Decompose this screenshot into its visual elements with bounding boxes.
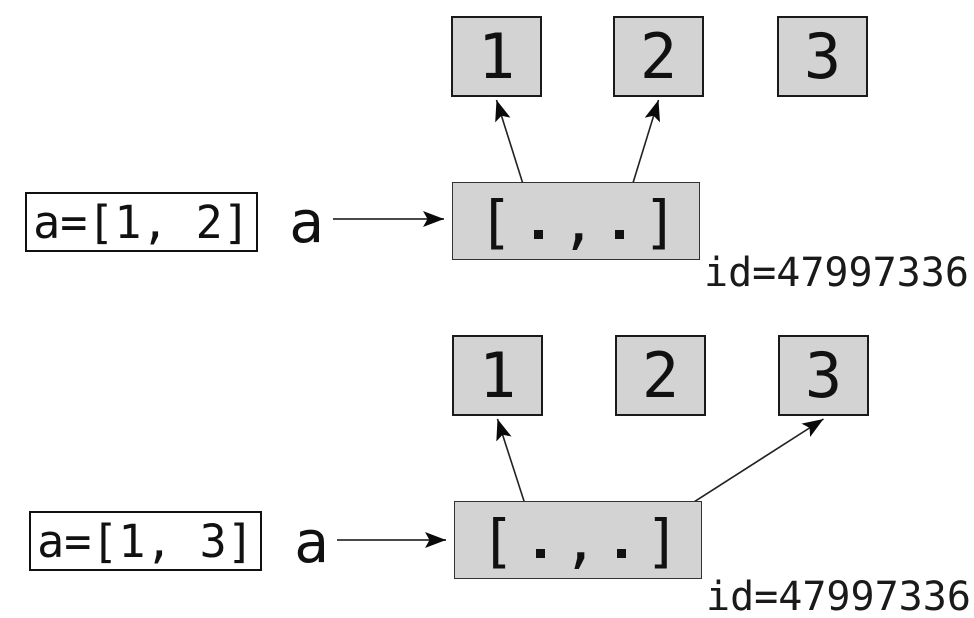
id-label: id=47997336 bbox=[706, 574, 971, 618]
var-label: a bbox=[289, 188, 324, 256]
bracket-close: ] bbox=[643, 188, 678, 256]
int-object-box-2: 2 bbox=[613, 16, 704, 97]
bracket-open: [ bbox=[478, 188, 513, 256]
list-comma: , bbox=[563, 507, 598, 575]
int-value: 1 bbox=[477, 19, 516, 93]
int-value: 1 bbox=[478, 338, 517, 412]
int-value: 2 bbox=[639, 19, 678, 93]
list-slot-dot-icon bbox=[617, 549, 626, 558]
int-value: 3 bbox=[804, 338, 843, 412]
int-object-box-3: 3 bbox=[777, 16, 868, 97]
bracket-open: [ bbox=[480, 507, 515, 575]
code-label: a=[1, 3] bbox=[37, 514, 254, 568]
int-object-box-1: 1 bbox=[451, 16, 542, 97]
int-value: 3 bbox=[803, 19, 842, 93]
list-slot-dot-icon bbox=[536, 549, 545, 558]
code-label-box: a=[1, 3] bbox=[29, 511, 262, 571]
var-label: a bbox=[294, 508, 329, 576]
id-label: id=47997336 bbox=[704, 250, 969, 296]
int-object-box-1: 1 bbox=[452, 335, 543, 416]
code-label-box: a=[1, 2] bbox=[25, 192, 258, 252]
list-slot-dot-icon bbox=[534, 230, 543, 239]
bracket-close: ] bbox=[645, 507, 680, 575]
int-object-box-2: 2 bbox=[615, 335, 706, 416]
list-slot-dot-icon bbox=[615, 230, 624, 239]
list-comma: , bbox=[561, 188, 596, 256]
list-object-box: [ , ] bbox=[452, 182, 700, 260]
code-label: a=[1, 2] bbox=[33, 195, 250, 249]
list-object-box: [ , ] bbox=[454, 501, 702, 579]
int-value: 2 bbox=[641, 338, 680, 412]
int-object-box-3: 3 bbox=[778, 335, 869, 416]
